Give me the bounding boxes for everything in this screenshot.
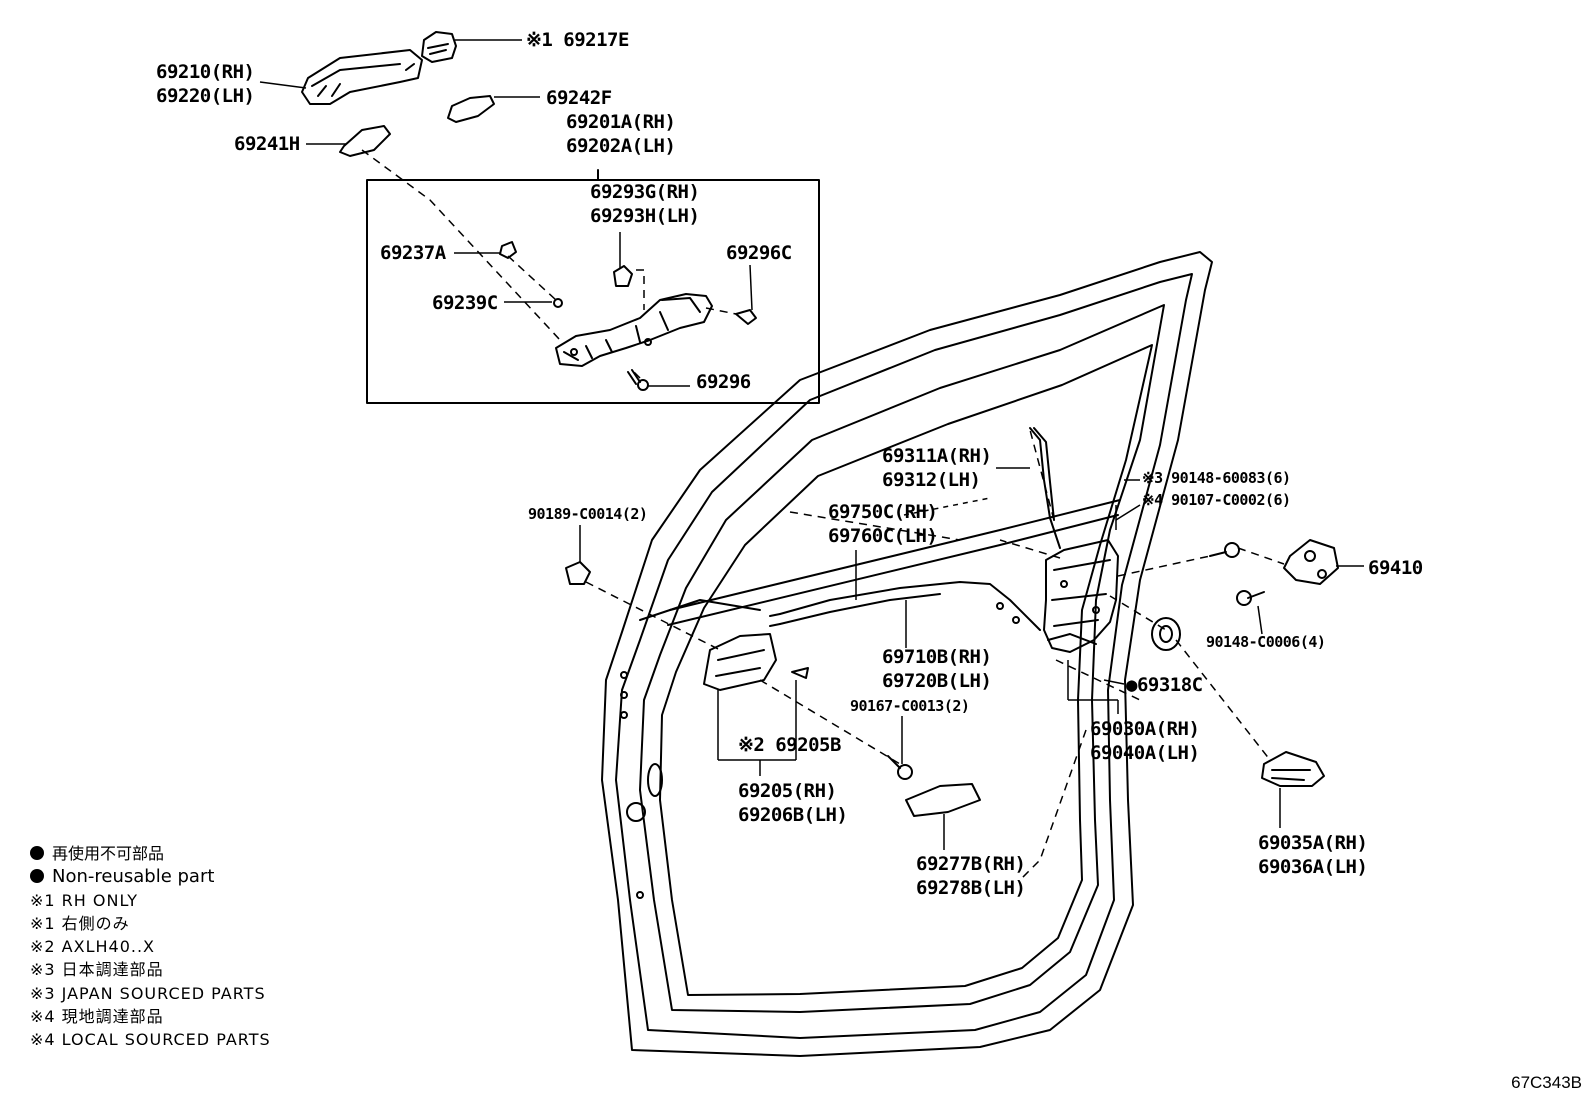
clip-69237A-shape (499, 241, 517, 259)
part-label-69312: 69312(LH) (882, 469, 981, 491)
legend-non-reusable-en: Non-reusable part (30, 865, 271, 888)
legend-local-sourced-en: ※4 LOCAL SOURCED PARTS (30, 1030, 271, 1050)
part-label-69205: 69205(RH) (738, 780, 837, 802)
part-label-69311A: 69311A(RH) (882, 445, 992, 467)
part-label-69241H: 69241H (234, 133, 300, 155)
screw-69296-shape (627, 369, 649, 391)
bolt-90148-60083-shape (1209, 542, 1240, 558)
part-label-90107-c0002: ※4 90107-C0002(6) (1142, 491, 1291, 509)
clip-69293-shape (613, 265, 633, 287)
plug-90189-shape (565, 561, 591, 585)
lock-rod-shape (1029, 427, 1061, 549)
striker-69410-shape (1283, 539, 1339, 585)
part-label-69296C: 69296C (726, 242, 792, 264)
part-label-69318C: ●69318C (1126, 674, 1203, 696)
part-label-69720B: 69720B(LH) (882, 670, 992, 692)
part-label-69242F: 69242F (546, 87, 612, 109)
leader-lines (259, 39, 1364, 850)
legend-non-reusable-jp: 再使用不可部品 (30, 842, 271, 865)
handle-pad-shape-2 (339, 125, 391, 157)
handle-cap-shape (421, 31, 457, 63)
bullet-icon (30, 869, 44, 884)
part-label-69237A: 69237A (380, 242, 446, 264)
handle-pad-shape-1 (447, 95, 495, 123)
part-label-69030A: 69030A(RH) (1090, 718, 1200, 740)
part-label-69277B: 69277B(RH) (916, 853, 1026, 875)
part-label-69760C: 69760C(LH) (828, 525, 938, 547)
part-label-69217E: ※1 69217E (526, 29, 629, 51)
part-label-69036A: 69036A(LH) (1258, 856, 1368, 878)
legend-local-sourced-jp: ※4 現地調達部品 (30, 1007, 164, 1027)
part-label-69035A: 69035A(RH) (1258, 832, 1368, 854)
door-frame-outline (601, 251, 1213, 1057)
door-lock-shape (1043, 539, 1119, 653)
part-label-69201A: 69201A(RH) (566, 111, 676, 133)
legend-japan-sourced-jp: ※3 日本調達部品 (30, 960, 164, 980)
legend-text: Non-reusable part (52, 866, 215, 888)
part-label-90167-c0013: 90167-C0013(2) (850, 697, 970, 715)
part-label-69278B: 69278B(LH) (916, 877, 1026, 899)
diagram-code: 67C343B (1511, 1073, 1582, 1092)
part-label-69202A: 69202A(LH) (566, 135, 676, 157)
cable-dashes (903, 497, 991, 516)
legend-text: 再使用不可部品 (52, 844, 165, 863)
inside-handle-shape (703, 633, 809, 691)
outside-handle-shape (301, 49, 423, 105)
part-label-69410: 69410 (1368, 557, 1423, 579)
part-label-69206B: 69206B(LH) (738, 804, 848, 826)
part-label-90189-c0014: 90189-C0014(2) (528, 505, 648, 523)
part-label-69205B: ※2 69205B (738, 734, 841, 756)
bolt-90148-c0006-shape (1236, 590, 1265, 606)
handle-frame-shape (555, 293, 713, 367)
legend-note2: ※2 AXLH40..X (30, 937, 156, 957)
legend-rh-only-en: ※1 RH ONLY (30, 890, 139, 910)
bullet-icon (30, 846, 44, 860)
screw-90167-shape (887, 755, 913, 780)
hinge-69035A-shape (1261, 751, 1325, 787)
part-label-69296: 69296 (696, 371, 751, 393)
part-label-69220: 69220(LH) (156, 85, 255, 107)
part-label-69293G: 69293G(RH) (590, 181, 700, 203)
part-label-90148-c0006: 90148-C0006(4) (1206, 633, 1326, 651)
door-trim-piece-shape (905, 783, 981, 817)
screw-69296C-shape (735, 309, 757, 325)
nut-69239C-shape (553, 298, 563, 308)
part-label-69210: 69210(RH) (156, 61, 255, 83)
cable-shapes (769, 581, 1041, 631)
cover-69318C-shape (1151, 617, 1181, 651)
part-label-69750C: 69750C(RH) (828, 501, 938, 523)
legend-rh-only-jp: ※1 右側のみ (30, 913, 130, 933)
legend: 再使用不可部品 Non-reusable part ※1 RH ONLY ※1 … (30, 842, 271, 1052)
assembly-dashed-lines (361, 149, 1285, 881)
handle-frame-box (366, 179, 820, 404)
part-label-69293H: 69293H(LH) (590, 205, 700, 227)
part-label-69239C: 69239C (432, 292, 498, 314)
part-label-69710B: 69710B(RH) (882, 646, 992, 668)
legend-japan-sourced-en: ※3 JAPAN SOURCED PARTS (30, 983, 266, 1003)
part-label-90148-60083: ※3 90148-60083(6) (1142, 469, 1291, 487)
part-label-69040A: 69040A(LH) (1090, 742, 1200, 764)
